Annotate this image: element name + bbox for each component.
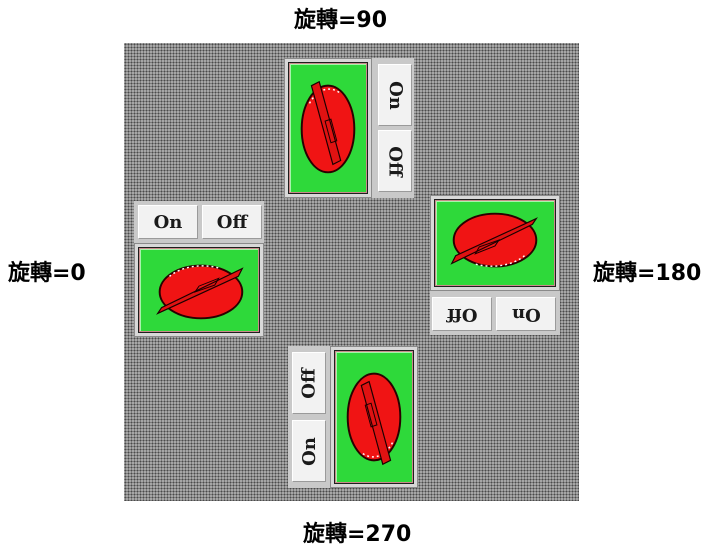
switch-plate[interactable]	[434, 199, 556, 287]
switch-widget-rot180: Off On	[430, 195, 560, 335]
off-button[interactable]: Off	[378, 130, 412, 192]
switch-plate[interactable]	[288, 62, 368, 194]
on-button[interactable]: On	[138, 205, 198, 239]
caption-rotation-270: 旋轉=270	[303, 522, 412, 547]
on-button[interactable]: On	[292, 420, 326, 482]
off-label: Off	[384, 145, 406, 177]
caption-rotation-180: 旋轉=180	[593, 261, 702, 286]
on-label: On	[153, 211, 183, 233]
on-button[interactable]: On	[496, 297, 556, 331]
switch-body	[430, 195, 560, 291]
selector-knob-icon[interactable]	[336, 352, 412, 482]
off-button[interactable]: Off	[202, 205, 262, 239]
selector-knob-icon[interactable]	[290, 64, 366, 192]
selector-knob-icon[interactable]	[436, 201, 554, 285]
caption-rotation-90: 旋轉=90	[294, 8, 388, 33]
off-label: Off	[446, 303, 478, 325]
switch-widget-rot90: On Off	[284, 58, 414, 198]
off-button[interactable]: Off	[432, 297, 492, 331]
switch-widget-rot270: Off On	[288, 346, 418, 488]
switch-body	[134, 243, 264, 337]
switch-body	[284, 58, 372, 198]
on-button[interactable]: On	[378, 64, 412, 126]
on-label: On	[298, 436, 320, 466]
selector-knob-icon[interactable]	[140, 249, 258, 331]
switch-plate[interactable]	[138, 247, 260, 333]
on-label: On	[511, 303, 541, 325]
canvas-panel: On Off On Off	[124, 43, 579, 501]
on-label: On	[384, 80, 406, 110]
off-label: Off	[298, 367, 320, 399]
caption-rotation-0: 旋轉=0	[8, 261, 86, 286]
switch-plate[interactable]	[334, 350, 414, 484]
off-button[interactable]: Off	[292, 352, 326, 414]
switch-body	[330, 346, 418, 488]
off-label: Off	[216, 211, 248, 233]
switch-widget-rot0: On Off	[134, 201, 264, 337]
